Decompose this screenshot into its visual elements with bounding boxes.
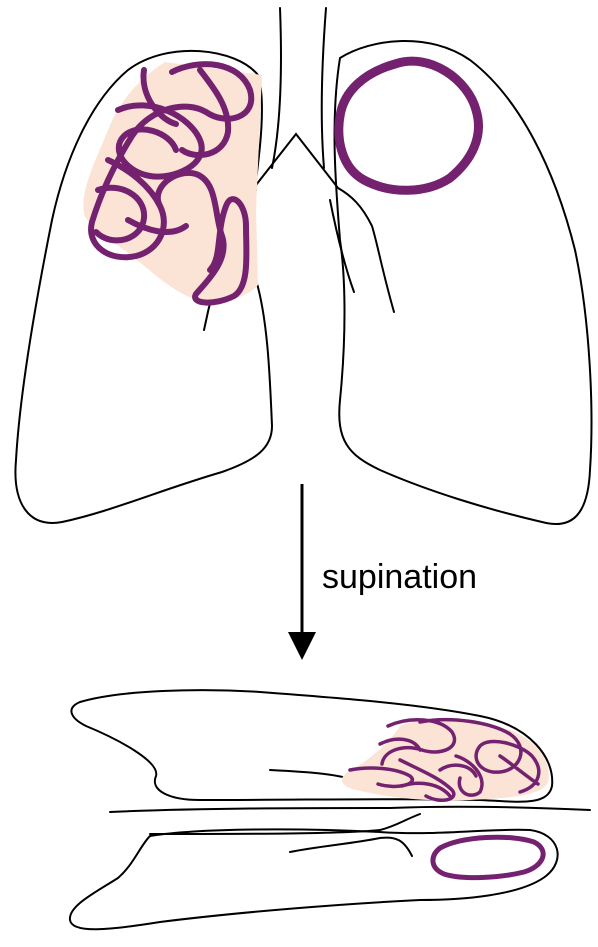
upright-left-lung-outline xyxy=(335,41,592,524)
upright-lungs xyxy=(15,8,591,524)
down-arrow-icon xyxy=(288,484,316,660)
supination-label: supination xyxy=(322,558,477,597)
supine-lungs xyxy=(70,690,590,929)
